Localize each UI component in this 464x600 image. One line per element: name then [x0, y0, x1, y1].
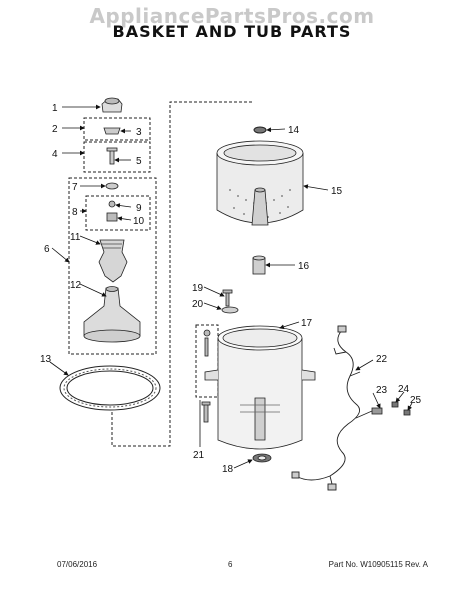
part-agitator-cap [101, 97, 123, 113]
part-washer [221, 306, 239, 314]
footer-revision: Rev. A [405, 560, 428, 569]
watermark: AppliancePartsPros.com [89, 4, 375, 28]
part-cap-insert [103, 127, 121, 135]
callout-2: 2 [52, 124, 58, 135]
callout-1: 1 [52, 103, 58, 114]
part-bolt-19 [222, 289, 233, 307]
callout-16: 16 [298, 261, 310, 272]
callout-22: 22 [376, 354, 388, 365]
part-balance-ring [59, 365, 161, 411]
callout-8: 8 [72, 207, 78, 218]
part-seal [253, 126, 267, 134]
callout-25: 25 [410, 395, 422, 406]
part-bolt [106, 147, 118, 165]
callout-15: 15 [331, 186, 343, 197]
callout-21: 21 [193, 450, 205, 461]
callout-14: 14 [288, 125, 300, 136]
callout-20: 20 [192, 299, 204, 310]
part-hub [252, 255, 266, 275]
group-box-6 [68, 177, 157, 355]
part-agitator-top [98, 239, 128, 283]
callout-labels: 1 2 3 4 5 6 7 8 9 10 11 12 13 14 15 16 1… [40, 103, 422, 475]
part-outer-tub [204, 325, 316, 450]
callout-19: 19 [192, 283, 204, 294]
footer-part-no: Part No. W10905115 [328, 560, 403, 569]
part-basket [216, 140, 304, 226]
part-clips [391, 401, 411, 416]
callout-17: 17 [301, 318, 313, 329]
callout-10: 10 [133, 216, 145, 227]
group-box-8 [85, 195, 151, 231]
group-box-4 [83, 141, 151, 173]
callout-24: 24 [398, 384, 410, 395]
page-title: BASKET AND TUB PARTS [112, 22, 352, 41]
callout-18: 18 [222, 464, 234, 475]
footer-part-number: Part No. W10905115 Rev. A [329, 560, 428, 569]
callout-5: 5 [136, 156, 142, 167]
connector-dashed [111, 101, 252, 447]
part-bearing [252, 453, 272, 463]
callout-7: 7 [72, 182, 78, 193]
part-hardware [106, 200, 118, 222]
footer-page-number: 6 [228, 560, 233, 569]
callout-23: 23 [376, 385, 388, 396]
callout-4: 4 [52, 149, 58, 160]
callout-11: 11 [70, 232, 81, 243]
callout-13: 13 [40, 354, 52, 365]
part-wire-harness [291, 325, 361, 491]
callout-9: 9 [136, 203, 142, 214]
callout-12: 12 [70, 280, 82, 291]
footer-date: 07/06/2016 [57, 560, 98, 569]
callout-6: 6 [44, 244, 50, 255]
callout-3: 3 [136, 127, 142, 138]
part-ring [105, 182, 119, 190]
part-screws [201, 329, 211, 423]
part-agitator-base [83, 286, 141, 343]
